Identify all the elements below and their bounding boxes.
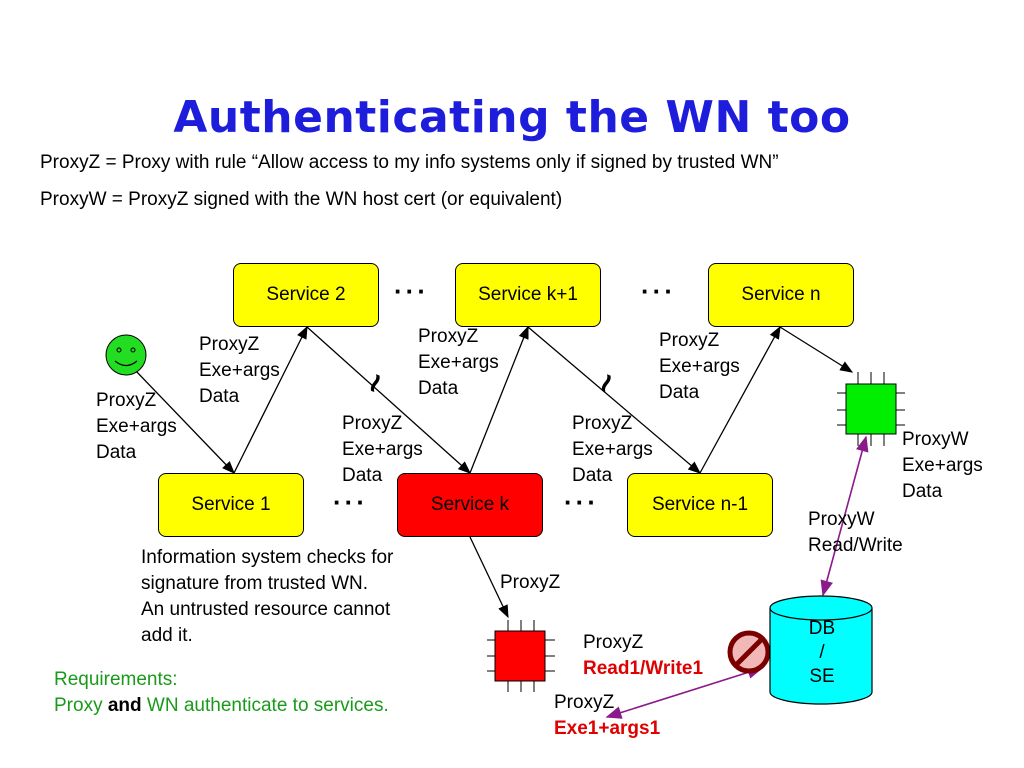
db-se-label: DB/SE	[808, 618, 836, 687]
ellipsis-top-1: ···	[394, 276, 429, 306]
arrow-service1-to-service2	[233, 325, 308, 474]
requirements-heading: Requirements:	[54, 669, 178, 690]
service-k-box: Service k	[397, 473, 543, 537]
service-n-box: Service n	[708, 263, 854, 327]
database-cylinder-icon	[769, 595, 873, 705]
ellipsis-bottom-1: ···	[333, 487, 368, 517]
requirements-block: Requirements: Proxy and WN authenticate …	[54, 667, 389, 719]
arrow-user-to-service1	[134, 369, 235, 474]
arrow-service2-to-servicek	[306, 326, 471, 474]
service-n-minus-1-box: Service n-1	[627, 473, 773, 537]
arrow-servicen1-to-servicen	[699, 325, 781, 474]
proxyz-untrusted-label: ProxyZ	[500, 572, 561, 593]
forbidden-icon	[727, 630, 771, 674]
untrusted-worker-node-icon	[487, 620, 555, 692]
arrow-trusted-node-db-access	[820, 435, 869, 597]
exe-args-attempt-label: ProxyZ Exe1+args1	[554, 692, 661, 739]
arrow-servicek-to-untrusted-node	[469, 536, 509, 619]
arrow-servicek1-to-servicen1	[527, 326, 701, 474]
slide-title: Authenticating the WN too	[173, 92, 851, 143]
service-1-box: Service 1	[158, 473, 304, 537]
service-2-box: Service 2	[233, 263, 379, 327]
proxyw-definition: ProxyW = ProxyZ signed with the WN host …	[40, 189, 563, 210]
arrow-servicen-to-trusted-node	[779, 326, 854, 373]
arrow-servicek-to-servicek1	[469, 325, 529, 474]
trusted-worker-node-icon	[837, 372, 905, 446]
requirements-line: Proxy and WN authenticate to services.	[54, 695, 389, 716]
service-k-plus-1-box: Service k+1	[455, 263, 601, 327]
proxyz-definition: ProxyZ = Proxy with rule “Allow access t…	[40, 152, 779, 173]
arrow-untrusted-node-db-access	[605, 666, 764, 719]
ellipsis-bottom-2: ···	[564, 487, 599, 517]
ellipsis-top-2: ···	[641, 276, 676, 306]
user-smiley-icon	[105, 334, 147, 376]
read-write-attempt-label: ProxyZ Read1/Write1	[583, 632, 704, 679]
